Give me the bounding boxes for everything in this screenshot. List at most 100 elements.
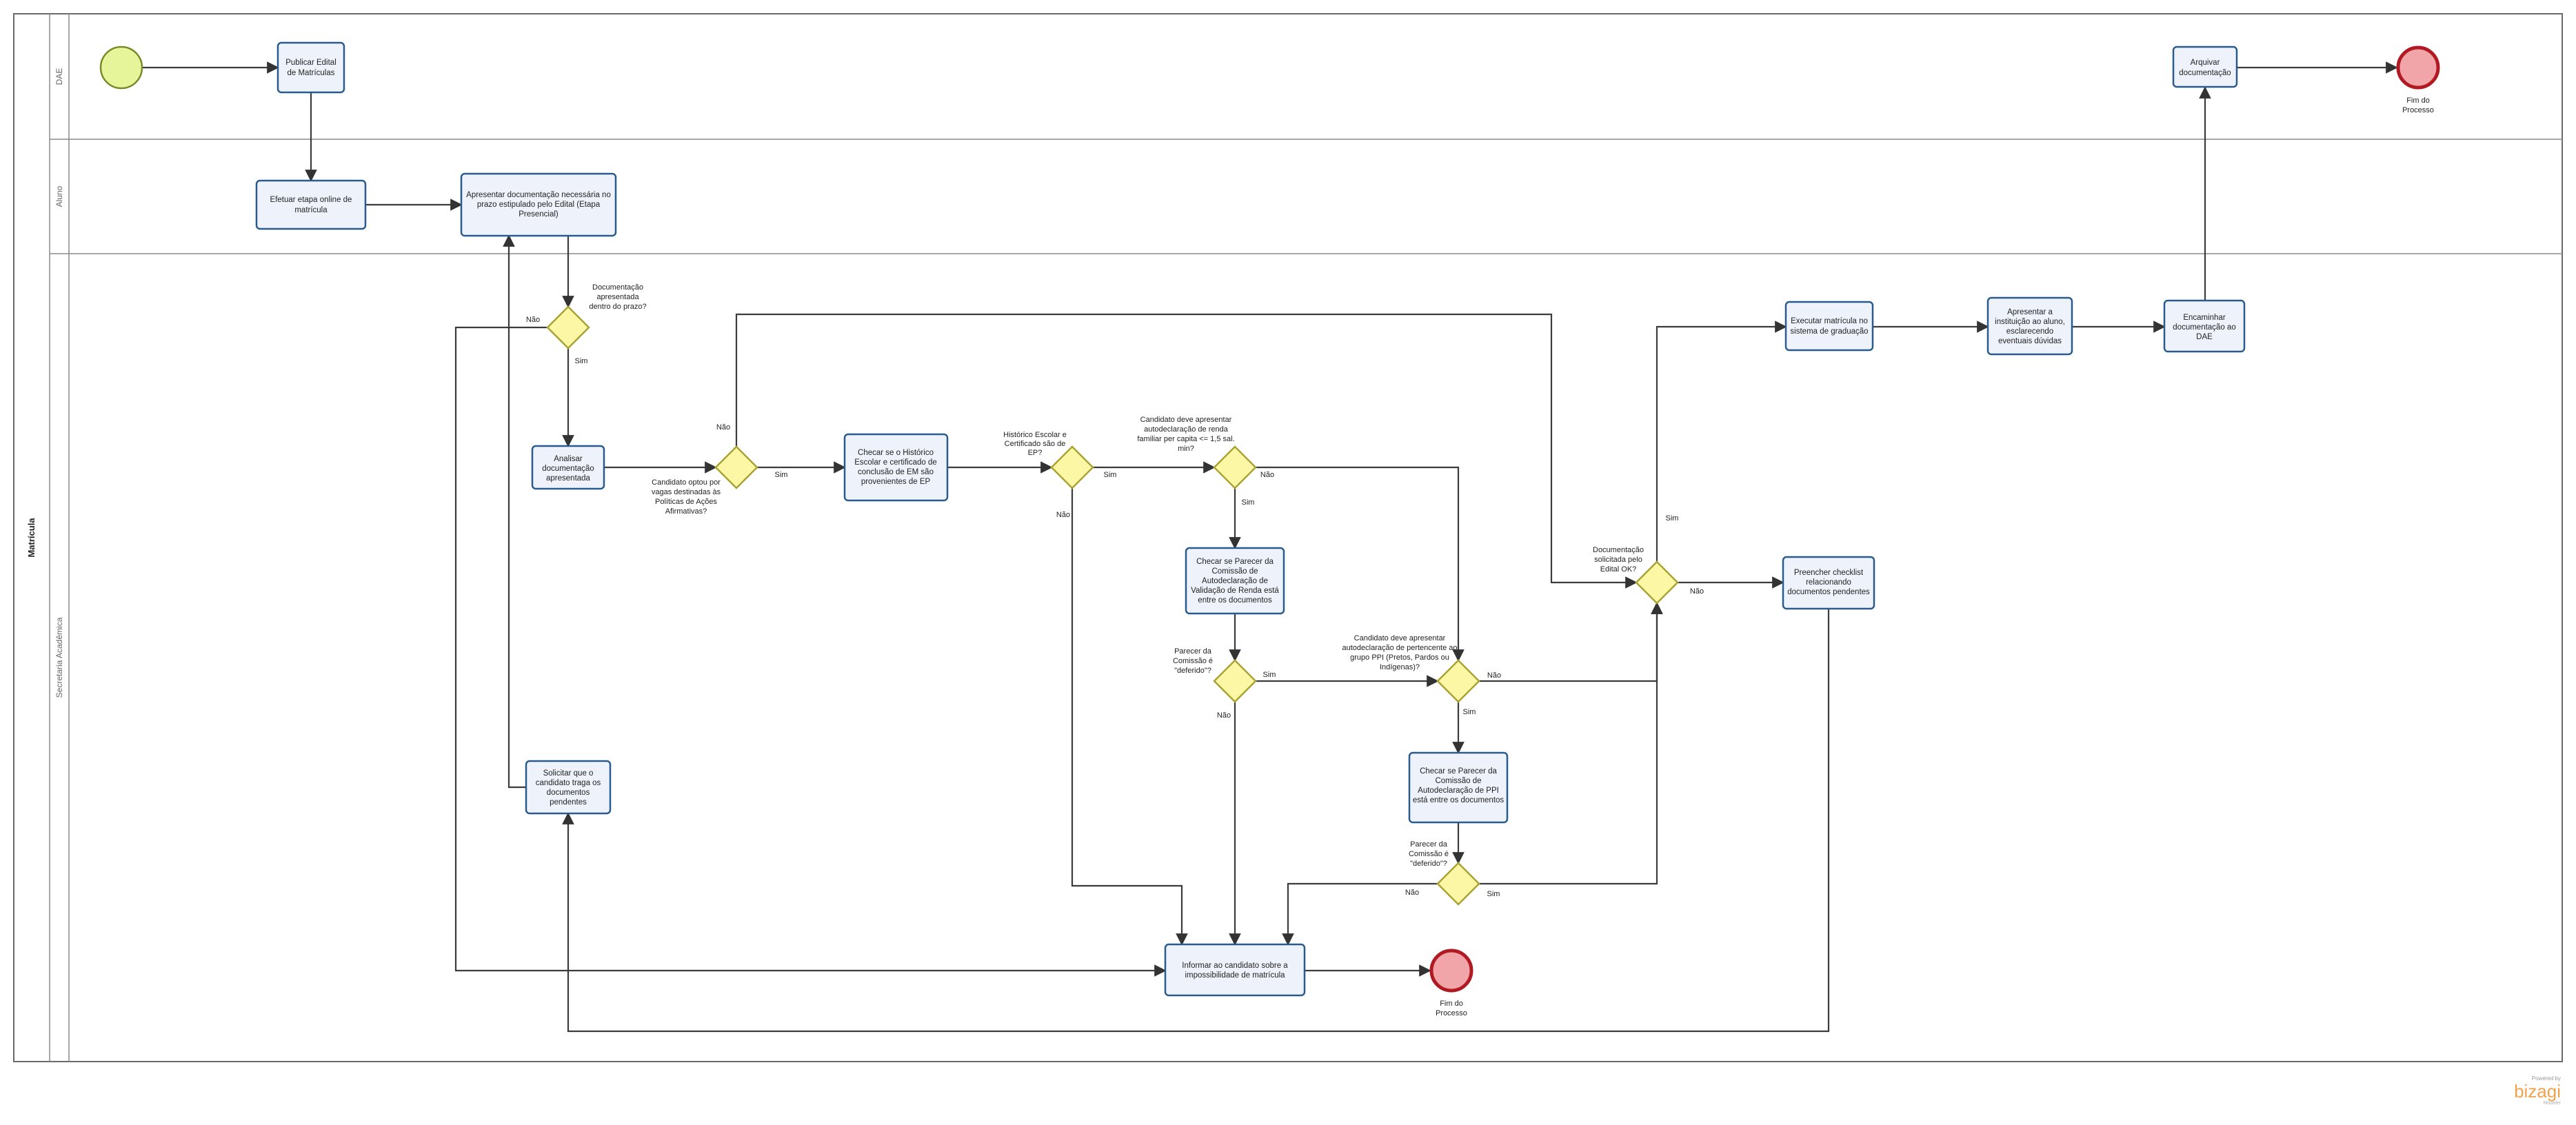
pool-frame [13, 13, 2563, 1062]
gateway-ep-label: Histórico Escolar e Certificado são de E… [1003, 431, 1067, 457]
pool-title: Matrícula [26, 518, 37, 558]
end-event-bottom [1429, 949, 1473, 993]
flow-checklist-solicitar [562, 609, 1830, 1033]
gateway-doc-ok-label-1: Documentação [1593, 546, 1644, 554]
sequence-flows [142, 61, 2398, 1033]
gateway-parecer-ppi-label-2: Comissão é [1409, 850, 1449, 858]
task-analisar[interactable]: Analisar documentação apresentada [531, 445, 605, 490]
gateway-ppi-label-3: grupo PPI (Pretos, Pardos ou [1350, 653, 1449, 662]
task-informar[interactable]: Informar ao candidato sobre a impossibil… [1164, 943, 1306, 997]
gateway-renda[interactable] [1213, 445, 1257, 489]
gateway-ppi[interactable] [1436, 659, 1480, 703]
gateway-parecer-ppi-label: Parecer da Comissão é "deferido"? [1409, 840, 1449, 868]
task-apresentar-inst-line-1: Apresentar a [2007, 308, 2053, 316]
label-parecer-ppi-sim: Sim [1487, 890, 1500, 898]
gateway-parecer-renda-label-1: Parecer da [1174, 647, 1212, 656]
task-solicitar-line-4: pendentes [550, 798, 587, 807]
gateway-parecer-ppi[interactable] [1436, 862, 1480, 906]
task-etapa-online[interactable]: Efetuar etapa online de matrícula [255, 179, 367, 230]
task-apresentar-inst-line-3: esclarecendo [2006, 327, 2053, 336]
task-apresentar-doc[interactable]: Apresentar documentação necessária no pr… [460, 172, 617, 237]
task-etapa-online-line-2: matrícula [294, 206, 328, 214]
label-ppi-sim: Sim [1463, 708, 1476, 716]
task-checklist[interactable]: Preencher checklist relacionando documen… [1782, 556, 1875, 610]
flow-ep-informar [1071, 488, 1188, 946]
task-apresentar-doc-line-1: Apresentar documentação necessária no [466, 191, 611, 199]
gateway-prazo-label-2: apresentada [596, 293, 639, 301]
end-label-top-1: Fim do [2406, 97, 2430, 105]
task-checar-renda-line-5: entre os documentos [1198, 596, 1272, 605]
gateway-parecer-renda-label-3: "deferido"? [1174, 667, 1211, 675]
task-publicar-line-2: de Matrículas [287, 69, 334, 77]
gateway-doc-ok[interactable] [1635, 560, 1679, 605]
task-apresentar-inst-line-4: eventuais dúvidas [1998, 337, 2062, 345]
task-checar-renda-line-4: Validação de Renda está [1191, 587, 1279, 595]
flow-parecerppi-docok [1479, 602, 1663, 885]
label-parecer-renda-nao: Não [1217, 711, 1231, 720]
task-checar-renda-line-1: Checar se Parecer da [1196, 558, 1274, 566]
task-checar-renda-line-2: Comissão de [1211, 567, 1258, 576]
task-checklist-line-3: documentos pendentes [1787, 588, 1870, 596]
gateway-parecer-renda[interactable] [1213, 659, 1257, 703]
end-label-bottom-2: Processo [1436, 1009, 1467, 1017]
task-publicar[interactable]: Publicar Edital de Matrículas [276, 41, 345, 94]
flow-parecerppi-informar [1282, 882, 1438, 946]
task-informar-line-1: Informar ao candidato sobre a [1182, 962, 1288, 970]
task-solicitar-line-1: Solicitar que o [543, 769, 594, 778]
gateway-acoes-label-3: Políticas de Ações [655, 498, 717, 506]
task-informar-line-2: impossibilidade de matrícula [1185, 971, 1285, 980]
task-checar-historico-line-4: provenientes de EP [861, 478, 931, 486]
gateway-renda-label: Candidato deve apresentar autodeclaração… [1137, 416, 1234, 453]
gateway-parecer-renda-label: Parecer da Comissão é "deferido"? [1173, 647, 1213, 675]
flow-ppi-docok [1479, 602, 1663, 682]
flow-prazo-informar [454, 326, 1167, 977]
flow-docok-executar [1656, 321, 1787, 562]
task-apresentar-doc-line-3: Presencial) [519, 210, 559, 219]
task-checar-ppi-line-2: Comissão de [1435, 777, 1481, 785]
task-arquivar[interactable]: Arquivar documentação [2172, 45, 2238, 88]
task-encaminhar-line-1: Encaminhar [2183, 314, 2226, 322]
task-checar-ppi-line-1: Checar se Parecer da [1420, 767, 1497, 776]
gateway-doc-ok-label-2: solicitada pelo [1594, 556, 1642, 564]
task-executar-line-2: sistema de graduação [1790, 327, 1868, 336]
task-checar-renda[interactable]: Checar se Parecer da Comissão de Autodec… [1185, 547, 1285, 615]
task-executar[interactable]: Executar matrícula no sistema de graduaç… [1784, 301, 1874, 352]
task-solicitar[interactable]: Solicitar que o candidato traga os docum… [525, 760, 612, 815]
gateway-ep[interactable] [1050, 445, 1094, 489]
flow-acoes-docok [735, 313, 1638, 589]
gateway-acoes[interactable] [714, 445, 758, 489]
task-arquivar-line-2: documentação [2179, 69, 2231, 77]
task-checar-ppi[interactable]: Checar se Parecer da Comissão de Autodec… [1408, 751, 1509, 824]
task-apresentar-doc-line-2: prazo estipulado pelo Edital (Etapa [477, 201, 601, 209]
flow-renda-ppi [1256, 466, 1465, 662]
gateway-parecer-ppi-label-1: Parecer da [1410, 840, 1448, 849]
label-docok-nao: Não [1690, 587, 1704, 596]
gateway-prazo-label-3: dentro do prazo? [589, 303, 646, 311]
end-label-top-2: Processo [2402, 106, 2434, 114]
label-ep-sim: Sim [1104, 471, 1117, 479]
task-encaminhar[interactable]: Encaminhar documentação ao DAE [2163, 299, 2246, 353]
gateway-acoes-label-1: Candidato optou por [652, 478, 721, 487]
gateway-doc-ok-label: Documentação solicitada pelo Edital OK? [1593, 546, 1644, 574]
task-apresentar-inst[interactable]: Apresentar a instituição ao aluno, escla… [1986, 296, 2073, 356]
gateway-parecer-renda-label-2: Comissão é [1173, 657, 1213, 665]
label-parecer-ppi-nao: Não [1405, 889, 1419, 897]
branding-logo: bizagi [2514, 1081, 2561, 1102]
task-executar-line-1: Executar matrícula no [1791, 317, 1868, 325]
label-acoes-sim: Sim [775, 471, 788, 479]
start-event [99, 45, 143, 90]
task-checar-historico-line-2: Escolar e certificado de [854, 458, 937, 467]
lane-label-secretaria: Secretaria Acadêmica [54, 617, 64, 698]
task-checar-historico[interactable]: Checar se o Histórico Escolar e certific… [843, 433, 949, 502]
task-analisar-line-2: documentação [542, 465, 594, 473]
label-ep-nao: Não [1056, 511, 1070, 519]
task-apresentar-inst-line-2: instituição ao aluno, [1995, 318, 2065, 326]
task-encaminhar-line-2: documentação ao [2173, 323, 2235, 332]
gateway-ep-label-2: Certificado são de [1005, 440, 1066, 448]
flow-solicitar-apresentar [503, 234, 526, 789]
gateway-ppi-label-4: Indígenas)? [1380, 663, 1420, 671]
bizagi-branding: Powered by bizagi Modeler [2514, 1075, 2562, 1106]
gateway-prazo[interactable] [546, 305, 590, 349]
gateway-acoes-label: Candidato optou por vagas destinadas às … [652, 478, 721, 516]
